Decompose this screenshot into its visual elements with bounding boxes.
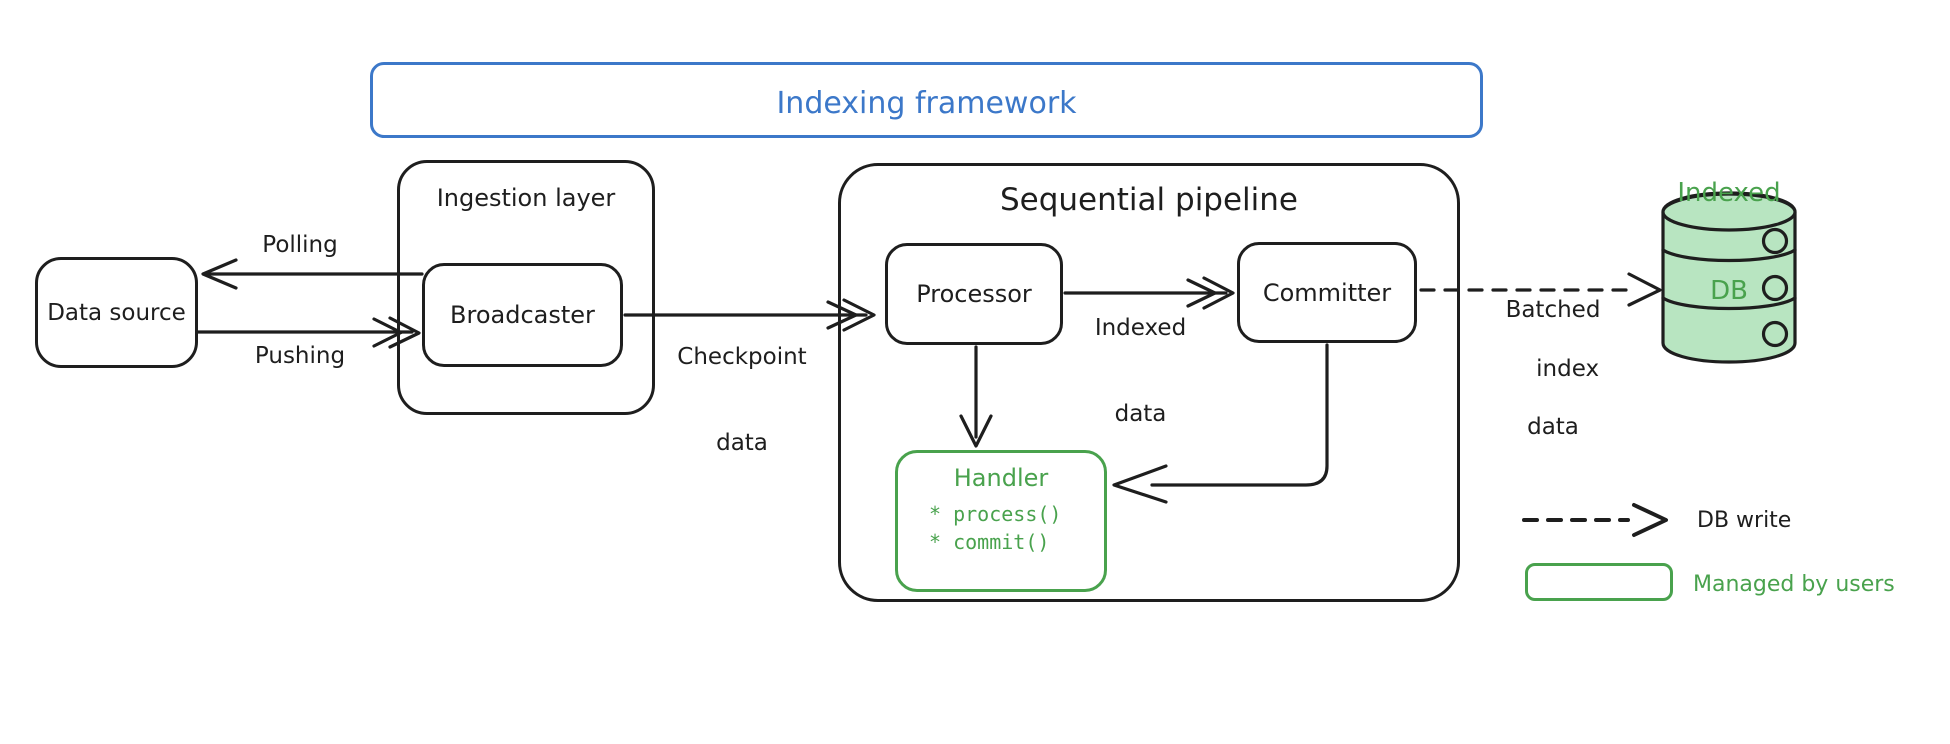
batched-label-line2: index bbox=[1531, 354, 1605, 385]
broadcaster-label: Broadcaster bbox=[450, 301, 595, 329]
ingestion-layer-label: Ingestion layer bbox=[436, 184, 616, 212]
handler-title: Handler bbox=[953, 464, 1049, 492]
checkpoint-data-label: Checkpoint data bbox=[653, 285, 831, 515]
data-source-node: Data source bbox=[35, 257, 198, 368]
legend-managed-box bbox=[1525, 563, 1673, 601]
batched-index-data-label: Batched index data bbox=[1483, 238, 1623, 501]
handler-method-process: * process() bbox=[929, 502, 1062, 526]
indexed-db-label-line1: Indexed bbox=[1677, 178, 1781, 208]
legend-managed-by-users-label: Managed by users bbox=[1693, 572, 1895, 597]
indexed-data-label-line2: data bbox=[1114, 400, 1167, 427]
batched-label-line3: data bbox=[1527, 414, 1579, 441]
handler-content: Handler * process() * commit() bbox=[895, 450, 1107, 592]
committer-label: Committer bbox=[1262, 278, 1392, 307]
indexed-db-label: Indexed DB bbox=[1656, 112, 1802, 372]
legend-db-write-label: DB write bbox=[1697, 508, 1792, 533]
processor-node: Processor bbox=[885, 243, 1063, 345]
sequential-pipeline-node bbox=[838, 163, 1460, 602]
indexing-framework-frame bbox=[370, 62, 1483, 138]
indexing-framework-title: Indexing framework bbox=[776, 86, 1077, 121]
broadcaster-node: Broadcaster bbox=[422, 263, 623, 367]
indexed-data-label: Indexed data bbox=[1058, 256, 1223, 486]
data-source-label: Data source bbox=[47, 299, 186, 326]
polling-label: Polling bbox=[262, 232, 338, 258]
polling-arrow bbox=[201, 258, 424, 290]
committer-node: Committer bbox=[1237, 242, 1417, 343]
pushing-label: Pushing bbox=[254, 343, 346, 369]
indexed-data-label-line1: Indexed bbox=[1094, 314, 1187, 341]
ingestion-layer-node bbox=[397, 160, 655, 415]
legend-db-write-arrow bbox=[1522, 503, 1668, 537]
batched-label-line1: Batched bbox=[1505, 297, 1601, 324]
handler-node bbox=[895, 450, 1107, 592]
checkpoint-label-line2: data bbox=[716, 429, 768, 456]
handler-method-commit: * commit() bbox=[929, 530, 1050, 554]
checkpoint-label-line1: Checkpoint bbox=[677, 343, 807, 370]
processor-label: Processor bbox=[916, 280, 1032, 308]
sequential-pipeline-label: Sequential pipeline bbox=[999, 182, 1298, 218]
indexed-db-label-line2: DB bbox=[1710, 275, 1748, 306]
